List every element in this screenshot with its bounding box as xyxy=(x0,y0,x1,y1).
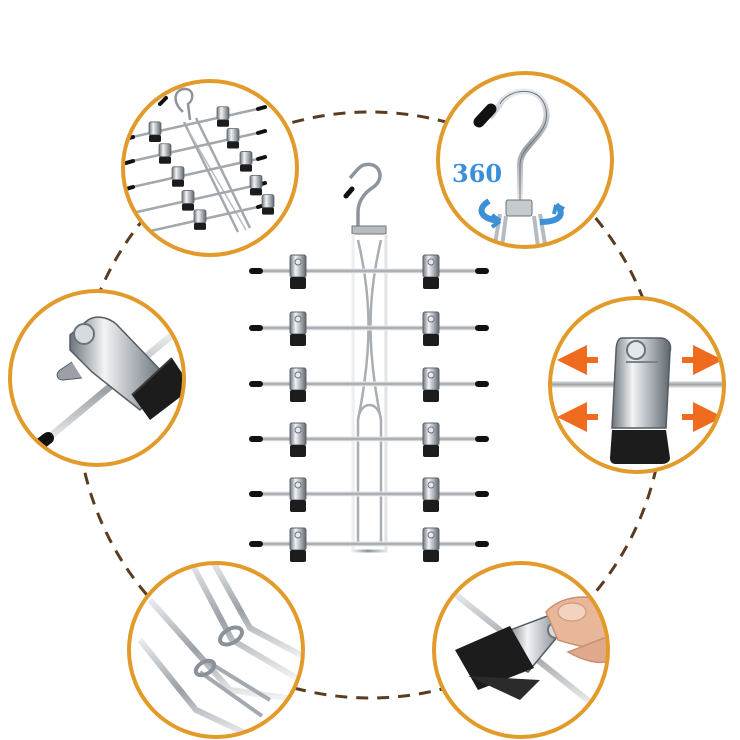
bubble-swivel-hook: 360 xyxy=(436,71,614,249)
bar-clip xyxy=(289,254,307,289)
hanger-bar-3 xyxy=(249,367,489,402)
bar-clip xyxy=(422,422,440,457)
hanger-bar-2 xyxy=(249,311,489,346)
hanger-bar-5 xyxy=(249,477,489,512)
bubble-hand-pressing-clip xyxy=(432,561,610,739)
mini-clip xyxy=(226,128,240,149)
hanger-bar-4 xyxy=(249,422,489,457)
bar-clip xyxy=(422,477,440,512)
mini-clip xyxy=(158,143,172,164)
mini-clip xyxy=(239,151,253,172)
mini-bar-3 xyxy=(124,151,267,191)
bar-clip xyxy=(289,367,307,402)
bar-clip xyxy=(289,311,307,346)
mini-clip xyxy=(193,209,207,230)
mini-clip xyxy=(171,166,185,187)
mini-bar-2 xyxy=(124,128,267,165)
mini-clip xyxy=(261,194,275,215)
bubble-clip-closeup xyxy=(8,289,186,467)
bar-clip xyxy=(289,422,307,457)
bar-clip xyxy=(422,254,440,289)
mini-clip xyxy=(249,174,263,196)
bubble-sliding-clip xyxy=(548,296,726,474)
bar-clip xyxy=(289,527,307,562)
hanger-bar-1 xyxy=(249,254,489,289)
bar-clip xyxy=(289,477,307,512)
bar-clip xyxy=(422,367,440,402)
bar-clip xyxy=(422,311,440,346)
bubble-hanger-overview xyxy=(121,79,299,257)
mini-clip xyxy=(181,190,195,211)
mini-clip xyxy=(216,106,230,127)
bar-clip xyxy=(422,527,440,562)
bubble-wire-joint xyxy=(127,561,305,739)
mini-clip xyxy=(148,121,162,142)
hanger-bar-6 xyxy=(249,527,489,562)
center-hanger xyxy=(249,162,489,562)
rotation-label: 360 xyxy=(452,159,502,188)
